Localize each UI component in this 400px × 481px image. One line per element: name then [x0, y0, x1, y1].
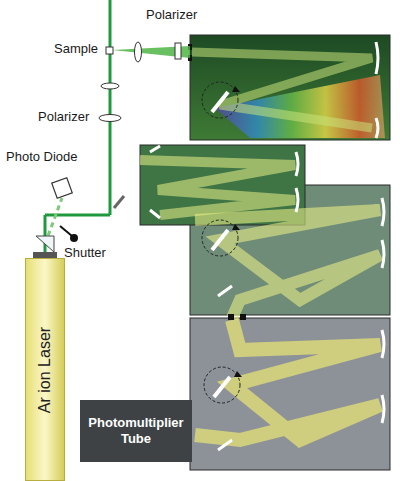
detector-name: Photomultiplier Tube [86, 415, 186, 446]
part-label: Photo Diode [6, 150, 78, 165]
part-label: Shutter [64, 246, 106, 261]
part-label: Polarizer [146, 8, 197, 23]
part-label: Sample [54, 42, 98, 57]
detector-box: Photomultiplier Tube [80, 400, 192, 462]
part-label: Polarizer [38, 110, 89, 125]
laser-tube: Ar ion Laser [25, 258, 65, 481]
laser-name: Ar ion Laser [36, 326, 54, 412]
